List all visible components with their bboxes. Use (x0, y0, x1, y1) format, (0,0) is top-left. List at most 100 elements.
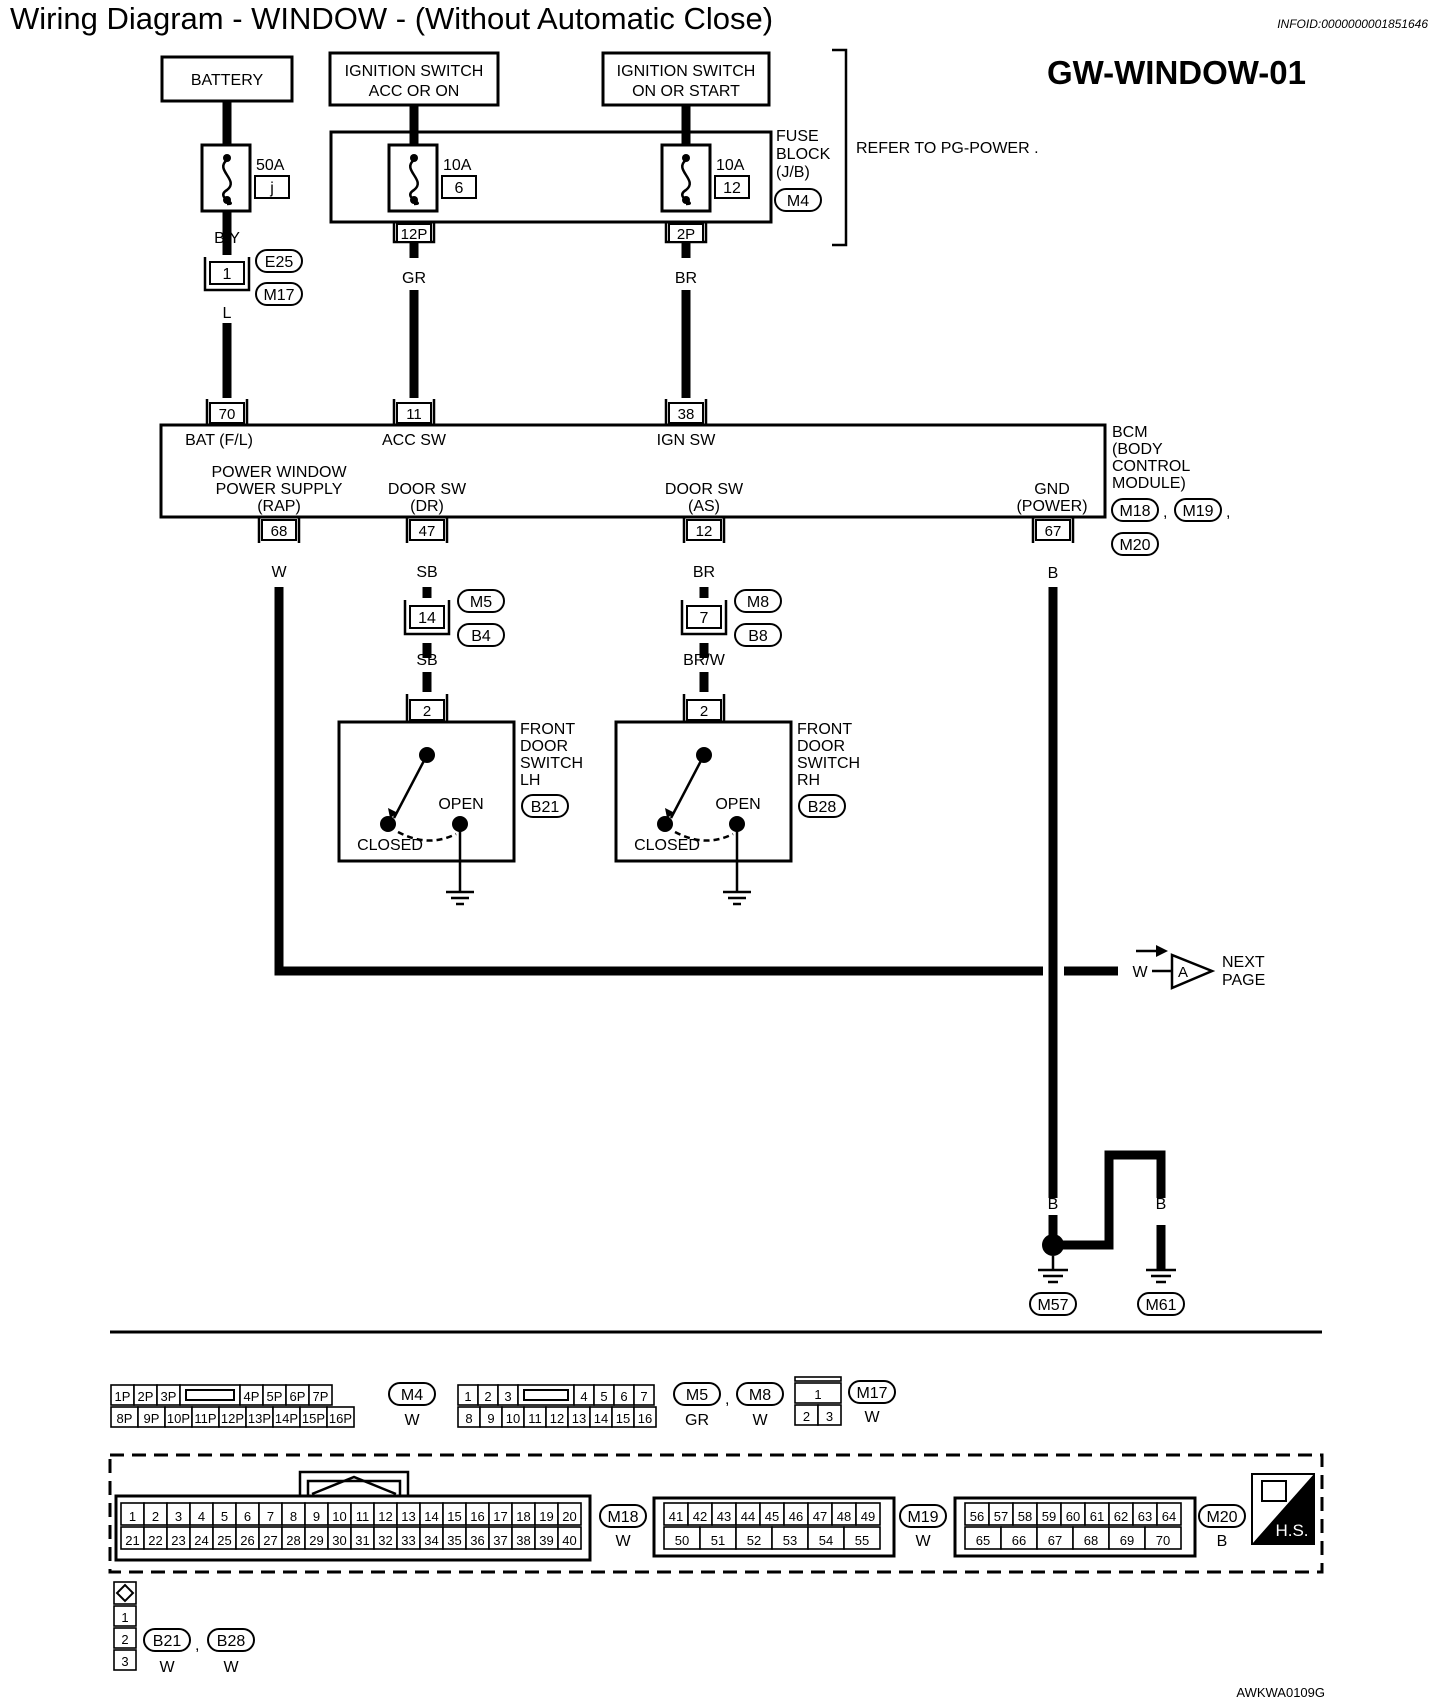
svg-text:1P: 1P (115, 1389, 131, 1404)
svg-text:M19: M19 (1182, 503, 1213, 520)
svg-text:62: 62 (1114, 1509, 1128, 1524)
svg-text:12: 12 (723, 180, 741, 197)
svg-text:51: 51 (711, 1533, 725, 1548)
svg-text:50: 50 (675, 1533, 689, 1548)
svg-text:40: 40 (562, 1533, 576, 1548)
m18-pin-22: 22 (143, 1526, 168, 1550)
svg-text:LH: LH (520, 772, 540, 789)
fuse-block-pin-2p: 2P (664, 222, 708, 258)
m20-pin-66: 66 (1000, 1526, 1038, 1550)
bcm-pin-12: 12 (682, 517, 726, 543)
m18-pin-17: 17 (488, 1502, 513, 1526)
svg-text:W: W (404, 1412, 420, 1429)
svg-text:7: 7 (640, 1389, 647, 1404)
footer-code: AWKWA0109G (1236, 1685, 1325, 1700)
svg-text:16: 16 (470, 1509, 484, 1524)
svg-text:SWITCH: SWITCH (520, 755, 583, 772)
m5-pin-10: 10 (501, 1406, 525, 1428)
m18-pin-19: 19 (534, 1502, 559, 1526)
refer-to-pg-power: REFER TO PG-POWER . (856, 140, 1039, 157)
svg-text:NEXT: NEXT (1222, 954, 1265, 971)
svg-text:24: 24 (194, 1533, 208, 1548)
svg-text:35: 35 (447, 1533, 461, 1548)
svg-text:54: 54 (819, 1533, 833, 1548)
svg-text:DOOR: DOOR (797, 738, 845, 755)
m18-pin-39: 39 (534, 1526, 559, 1550)
svg-text:10P: 10P (167, 1411, 190, 1426)
svg-text:B28: B28 (217, 1633, 246, 1650)
m5-pin-2: 2 (477, 1384, 499, 1406)
svg-text:2P: 2P (138, 1389, 154, 1404)
m19-pin-47: 47 (807, 1502, 833, 1526)
svg-text:M17: M17 (856, 1385, 887, 1402)
svg-text:3: 3 (175, 1509, 182, 1524)
b21-pin-3: 3 (113, 1649, 137, 1671)
svg-text:38: 38 (678, 406, 695, 423)
svg-text:16P: 16P (329, 1411, 352, 1426)
m19-pin-41: 41 (663, 1502, 689, 1526)
svg-text:CLOSED: CLOSED (357, 837, 423, 854)
m18-pin-40: 40 (557, 1526, 582, 1550)
svg-text:j: j (269, 180, 274, 197)
connector-b21-b28-label: B21 , B28 W W (143, 1628, 255, 1676)
m4-pin-7P: 7P (308, 1384, 333, 1406)
m4-pin-11P: 11P (191, 1406, 220, 1428)
m4-pin-4P: 4P (239, 1384, 264, 1406)
wire-runs (222, 101, 1166, 1270)
m5-pin-7: 7 (633, 1384, 655, 1406)
fuse-block-label-1: FUSE (776, 128, 819, 145)
svg-text:W: W (1132, 964, 1148, 981)
m18-pin-27: 27 (258, 1526, 283, 1550)
bcm-gnd-2: (POWER) (1016, 498, 1087, 515)
svg-text:M17: M17 (263, 287, 294, 304)
bcm-door-sw-dr-2: (DR) (410, 498, 444, 515)
svg-text:19: 19 (539, 1509, 553, 1524)
svg-text:10A: 10A (443, 157, 472, 174)
joint-connector-m8-b8: 7 M8 B8 (680, 589, 782, 647)
m4-pin-13P: 13P (245, 1406, 274, 1428)
bcm-connector-m18: M18 (1111, 498, 1159, 522)
ignition-switch-on-box: IGNITION SWITCH ON OR START (601, 51, 771, 107)
m18-pin-31: 31 (350, 1526, 375, 1550)
m20-pin-60: 60 (1060, 1502, 1086, 1526)
m18-pin-18: 18 (511, 1502, 536, 1526)
wire-color-brw: BR/W (683, 652, 726, 669)
m20-pin-63: 63 (1132, 1502, 1158, 1526)
m5-pin-4: 4 (573, 1384, 595, 1406)
svg-text:41: 41 (669, 1509, 683, 1524)
wire-color-sb: SB (416, 564, 437, 581)
svg-text:W: W (223, 1659, 239, 1676)
connector-m5-m8-label: M5 , M8 GR W (673, 1382, 784, 1429)
fuse-50a: 50A j (200, 143, 290, 213)
svg-text:16: 16 (638, 1411, 652, 1426)
svg-text:12P: 12P (401, 226, 428, 243)
b21-pin-1: 1 (113, 1605, 137, 1627)
svg-text:65: 65 (976, 1533, 990, 1548)
m20-pin-58: 58 (1012, 1502, 1038, 1526)
m5-pin-1: 1 (457, 1384, 479, 1406)
bcm-pin-38: 38 (664, 399, 708, 425)
svg-text:61: 61 (1090, 1509, 1104, 1524)
svg-text:13: 13 (572, 1411, 586, 1426)
svg-text:2: 2 (423, 703, 431, 720)
m4-pin-15P: 15P (299, 1406, 328, 1428)
bcm-label-3: CONTROL (1112, 458, 1190, 475)
fuse-block-label-2: BLOCK (776, 146, 831, 163)
svg-text:M5: M5 (470, 594, 492, 611)
svg-text:64: 64 (1162, 1509, 1176, 1524)
svg-text:28: 28 (286, 1533, 300, 1548)
info-id: INFOID:0000000001851646 (1277, 17, 1428, 31)
svg-text:8P: 8P (117, 1411, 133, 1426)
svg-text:M57: M57 (1037, 1297, 1068, 1314)
svg-text:SWITCH: SWITCH (797, 755, 860, 772)
svg-text:,: , (725, 1391, 729, 1408)
m4-pin-5P: 5P (262, 1384, 287, 1406)
b21-pin-2: 2 (113, 1627, 137, 1649)
svg-text:59: 59 (1042, 1509, 1056, 1524)
m5-pin-15: 15 (611, 1406, 635, 1428)
page-title: Wiring Diagram - WINDOW - (Without Autom… (10, 1, 773, 36)
svg-text:66: 66 (1012, 1533, 1026, 1548)
svg-text:39: 39 (539, 1533, 553, 1548)
wire-color-br: BR (675, 270, 697, 287)
